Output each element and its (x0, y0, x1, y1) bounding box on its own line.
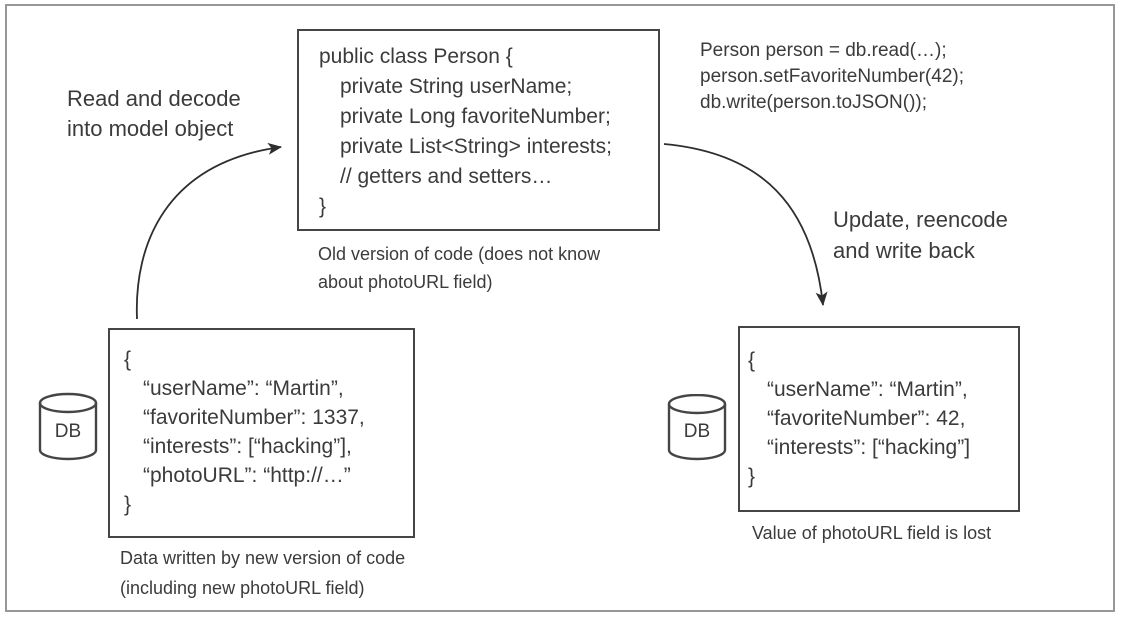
code-line: private List<String> interests; (340, 135, 612, 158)
code-line: } (319, 195, 327, 218)
db-cylinder-icon: DB (667, 394, 727, 461)
person-class-caption: Old version of code (does not know about… (318, 244, 601, 292)
snippet-line: person.setFavoriteNumber(42); (700, 66, 964, 87)
code-line: // getters and setters… (340, 165, 553, 188)
json-line: } (748, 465, 756, 488)
json-line: “photoURL”: “http://…” (143, 464, 351, 487)
json-line: “userName”: “Martin”, (143, 377, 344, 400)
read-decode-label: Read and decode into model object (67, 86, 241, 141)
json-line: { (748, 349, 756, 372)
old-data-caption: Data written by new version of code (inc… (120, 548, 406, 598)
json-line: “favoriteNumber”: 1337, (143, 406, 365, 429)
code-line: public class Person { (319, 45, 513, 68)
json-line: “favoriteNumber”: 42, (767, 407, 966, 430)
new-data-caption: Value of photoURL field is lost (752, 523, 992, 543)
snippet-line: Person person = db.read(…); (700, 40, 947, 61)
code-line: private String userName; (340, 75, 573, 98)
person-class-box: public class Person { private String use… (297, 29, 660, 231)
new-data-json-box: { “userName”: “Martin”, “favoriteNumber”… (738, 326, 1020, 512)
snippet-line: db.write(person.toJSON()); (700, 92, 928, 113)
db-label: DB (684, 421, 710, 442)
db-cylinder-icon: DB (38, 392, 98, 461)
old-data-json-box: { “userName”: “Martin”, “favoriteNumber”… (108, 328, 415, 538)
json-line: “userName”: “Martin”, (767, 378, 968, 401)
json-line: “interests”: [“hacking”] (767, 436, 971, 459)
json-line: “interests”: [“hacking”], (143, 435, 352, 458)
db-label: DB (55, 421, 81, 442)
update-writeback-label: Update, reencode and write back (833, 207, 1008, 263)
code-line: private Long favoriteNumber; (340, 105, 611, 128)
json-line: } (124, 493, 132, 516)
json-line: { (124, 348, 132, 371)
update-code-snippet: Person person = db.read(…); person.setFa… (700, 38, 964, 116)
